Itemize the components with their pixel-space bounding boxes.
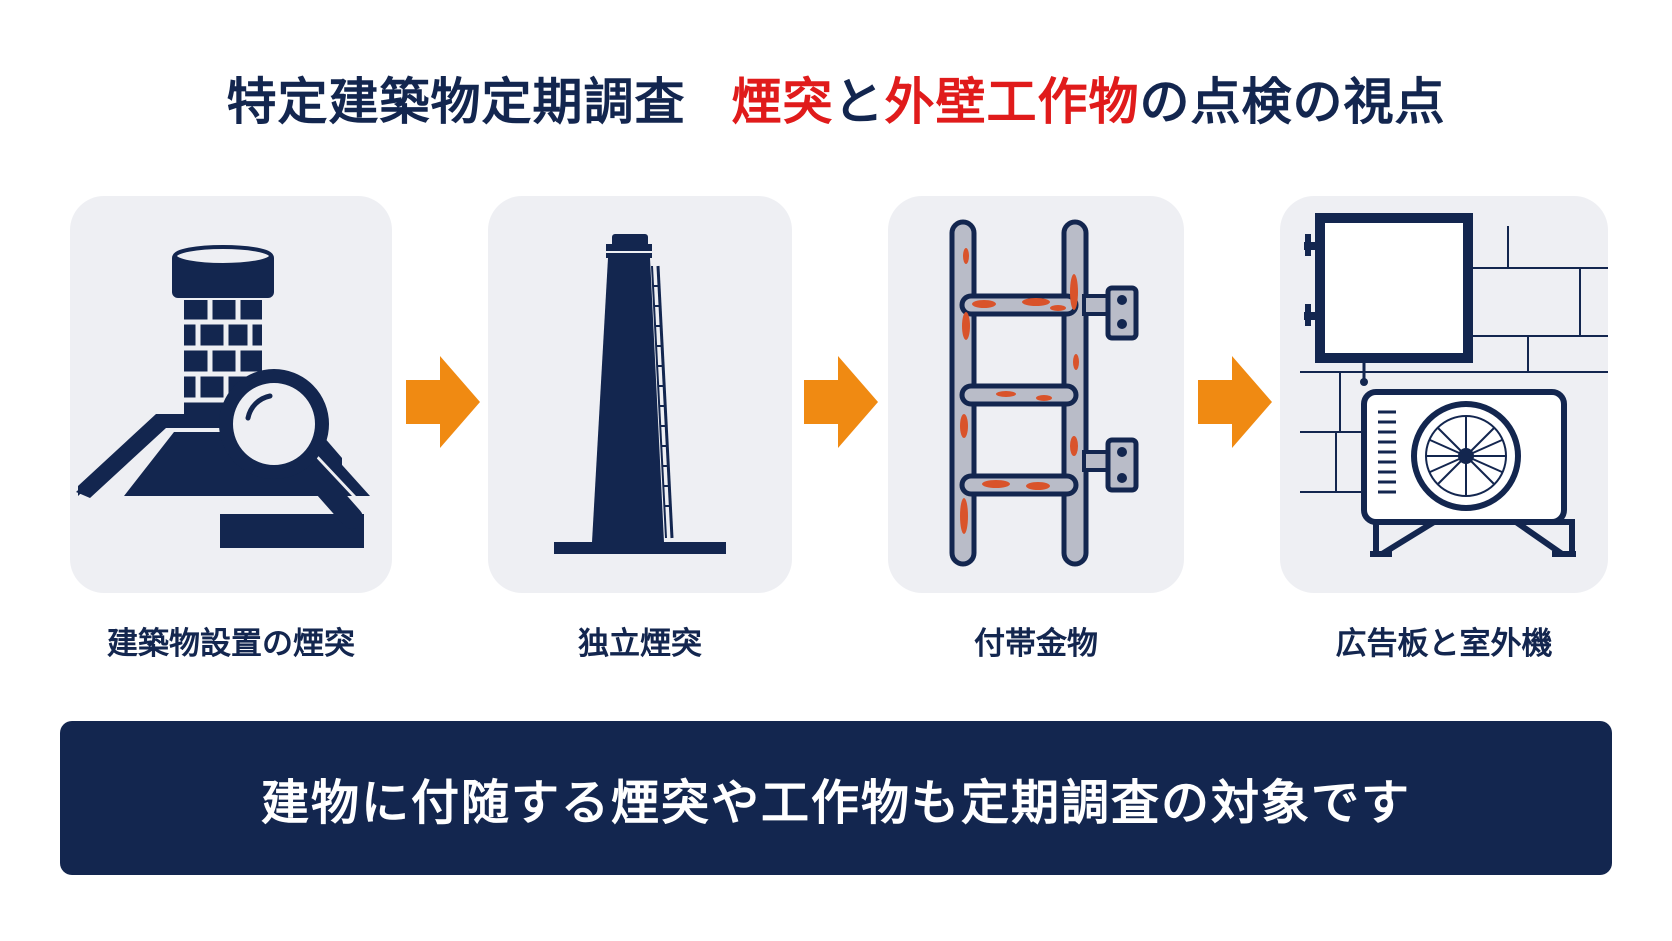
signboard-ac-unit-icon bbox=[1300, 213, 1608, 557]
title-highlight-exterior-structures: 外壁工作物 bbox=[884, 73, 1140, 131]
flow-arrow-icon bbox=[804, 356, 878, 448]
step-card-signboard-ac bbox=[1280, 196, 1608, 593]
step-label-attached-hardware: 付帯金物 bbox=[974, 626, 1098, 662]
title-highlight-chimney: 煙突 bbox=[731, 73, 834, 131]
page-title: 特定建築物定期調査煙突と外壁工作物の点検の視点 bbox=[0, 62, 1672, 134]
step-card-building-chimney bbox=[70, 196, 392, 593]
flow-arrow-icon bbox=[406, 356, 480, 448]
house-chimney-magnifier-icon bbox=[76, 245, 370, 548]
title-part-1: 特定建築物定期調査 bbox=[226, 73, 686, 131]
rusty-ladder-icon bbox=[949, 219, 1139, 567]
title-part-3: の点検の視点 bbox=[1139, 73, 1446, 131]
step-label-freestanding-chimney: 独立煙突 bbox=[578, 626, 702, 662]
step-label-signboard-ac: 広告板と室外機 bbox=[1335, 626, 1553, 662]
title-part-2: と bbox=[833, 73, 885, 131]
flow-arrow-icon bbox=[1198, 356, 1272, 448]
step-label-building-chimney: 建築物設置の煙突 bbox=[107, 626, 355, 662]
summary-banner: 建物に付随する煙突や工作物も定期調査の対象です bbox=[60, 721, 1612, 875]
summary-text: 建物に付随する煙突や工作物も定期調査の対象です bbox=[260, 775, 1411, 831]
step-card-attached-hardware bbox=[888, 196, 1184, 593]
freestanding-chimney-icon bbox=[554, 234, 726, 554]
step-card-freestanding-chimney bbox=[488, 196, 792, 593]
